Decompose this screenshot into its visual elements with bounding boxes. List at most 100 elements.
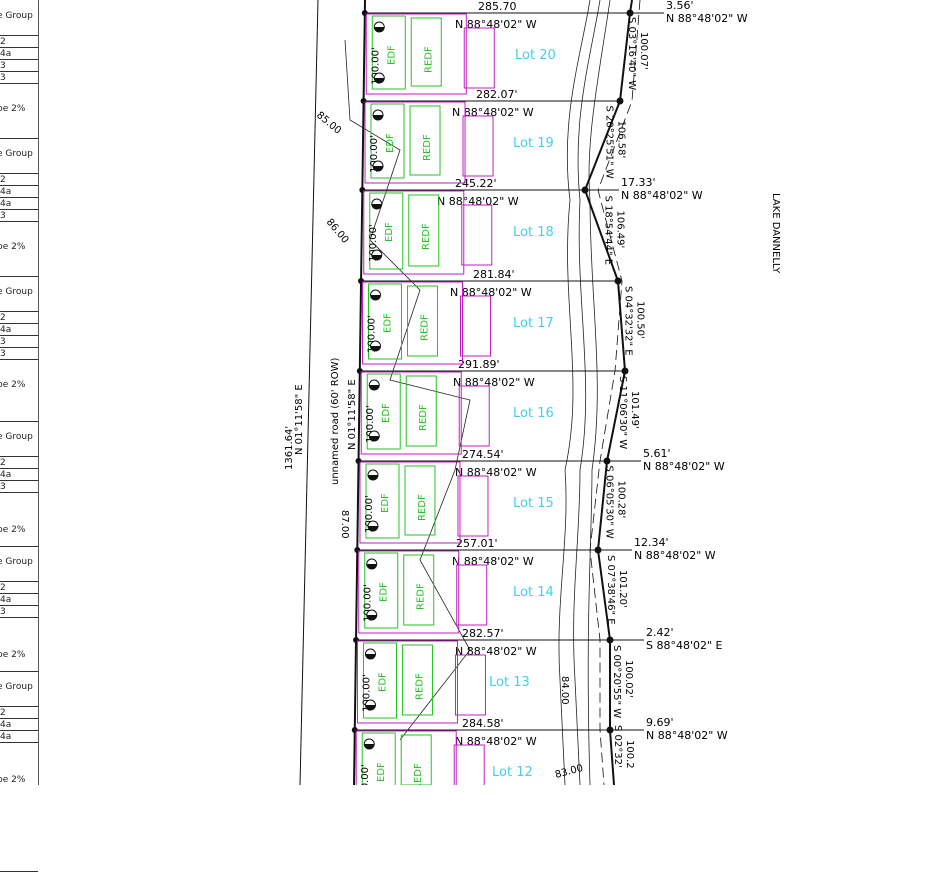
shore-length-label: 101.20' [617,570,628,608]
redf-label: REDF [413,763,424,785]
shore-length-label: 100.28' [616,481,627,519]
lot-label: Lot 15 [513,496,554,511]
contour-label: 86.00 [324,217,351,246]
setback-outline [360,371,462,455]
legend-row: 2 [0,173,38,185]
legend-row: 3 [0,209,38,221]
legend-row: 2 [0,311,38,323]
legend-row: 3 [0,605,38,617]
edf-field [362,642,397,719]
shore-length-label: 100.2 [624,740,635,769]
frontage-label: 100.00' [365,405,376,443]
edf-label: EDF [376,762,387,782]
iron-pin-marker [359,187,366,193]
shore-bearing-label: S 02°32' [612,725,623,768]
legend-group-header: e Group [0,557,33,567]
legend-row: 2 [0,456,38,468]
boundary-length-label: 274.54' [462,448,504,461]
frontage-label: 100.00' [361,674,372,712]
offset-bearing-label: S 88°48'02" E [646,639,723,652]
legend-row: 4a [0,197,38,209]
boundary-length-label: 282.57' [462,627,504,640]
boundary-length-label: 281.84' [473,268,515,281]
edf-label: EDF [385,133,396,153]
west-row-line [299,0,319,785]
legend-row: 4a [0,185,38,197]
boundary-length-label: 285.70 [478,0,517,13]
road-frontage-line [353,0,366,785]
boundary-length-label: 291.89' [458,358,500,371]
redf-field [408,194,440,267]
offset-bearing-label: N 88°48'02" W [634,549,716,562]
legend-row: 3 [0,347,38,359]
legend-row: 4a [0,323,38,335]
legend-row: 2 [0,35,38,47]
boundary-bearing-label: N 88°48'02" W [453,376,535,389]
contour-label: 87.00 [339,510,350,539]
iron-pin-marker [606,636,614,644]
edf-field [368,283,403,360]
iron-pin-marker [351,727,358,733]
legend-row: 2 [0,581,38,593]
legend-group-header: e Group [0,11,33,21]
lot-label: Lot 16 [513,406,554,421]
shore-bearing-label: S 07°38'46" E [605,555,616,625]
edf-label: EDF [380,493,391,513]
redf-field [400,734,432,785]
edf-label: EDF [377,672,388,692]
setback-outline [356,640,458,724]
legend-row: 4a [0,47,38,59]
iron-pin-marker [616,97,624,105]
iron-pin-marker [614,277,622,285]
edf-label: EDF [383,313,394,333]
legend-row: 4a [0,730,38,742]
boundary-bearing-label: N 88°48'02" W [455,735,537,748]
legend-group-header: e Group [0,287,33,297]
house-footprint [463,27,495,89]
legend-row: 4a [0,718,38,730]
offset-length-label: 12.34' [634,536,669,549]
offset-length-label: 5.61' [643,447,671,460]
edf-field [371,15,406,90]
lot-label: Lot 20 [515,48,556,63]
boundary-length-label: 282.07' [476,88,518,101]
contour-label: 84.00 [559,676,570,705]
iron-pin-marker [603,457,611,465]
boundary-bearing-label: N 88°48'02" W [455,645,537,658]
road-bearing-label: N 01°11'58" E [347,379,358,450]
iron-pin-marker [621,367,629,375]
house-footprint [456,564,488,626]
west-length-label: 1361.64' [284,426,295,470]
edf-label: EDF [384,222,395,242]
shore-bearing-label: S 00°20'55" W [611,645,622,718]
redf-label: REDF [414,673,425,700]
lot-boundary: 284.58'N 88°48'02" W9.69'N 88°48'02" W [351,716,728,748]
setback-outline [362,281,464,365]
iron-pin-marker [606,726,614,734]
edf-field [370,103,405,179]
offset-length-label: 3.56' [666,0,694,12]
boundary-length-label: 257.01' [456,537,498,550]
contour-label: 85.00 [314,110,343,137]
lake-label: LAKE DANNELLY [770,193,781,274]
legend-row: 4a [0,593,38,605]
frontage-label: 100.00' [360,764,371,785]
setback-outline [359,461,461,544]
legend-slope: be 2% [0,380,26,390]
offset-length-label: 17.33' [621,176,656,189]
lot-label: Lot 19 [513,136,554,151]
house-footprint [460,295,492,357]
lot-label: Lot 14 [513,585,554,600]
house-footprint [462,115,494,177]
legend-group-header: e Group [0,682,33,692]
redf-label: REDF [420,314,431,341]
